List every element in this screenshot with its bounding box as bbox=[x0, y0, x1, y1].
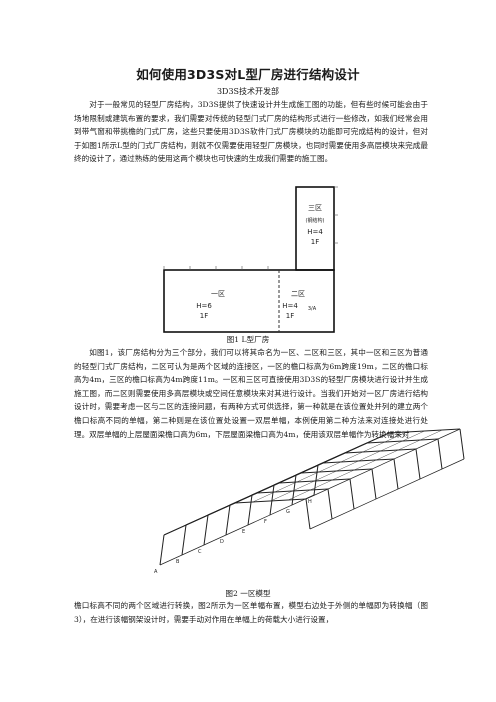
axis-label: F bbox=[264, 519, 267, 525]
axis-label: G bbox=[286, 509, 290, 515]
paragraph-intro: 对于一般常见的轻型厂房结构，3D3S提供了快速设计并生成施工图的功能，但有些时候… bbox=[74, 100, 428, 164]
document-title: 如何使用3D3S对L型厂房进行结构设计 bbox=[136, 67, 360, 82]
axis-label: H bbox=[308, 499, 312, 505]
axis-label: B bbox=[176, 559, 180, 565]
zone2-label: 二区 bbox=[291, 290, 305, 298]
frame-left-column bbox=[203, 514, 209, 546]
frame-left-column bbox=[181, 524, 187, 556]
roof-purlin bbox=[252, 431, 407, 503]
zone2-floor: 1F bbox=[286, 312, 294, 320]
zone1-height: H=6 bbox=[196, 302, 212, 310]
longitudinal-member-tr bbox=[305, 428, 461, 500]
frame-left-column bbox=[225, 504, 231, 536]
zone3-label: 三区 bbox=[308, 204, 322, 212]
frame-right-column bbox=[371, 468, 377, 500]
frame-right-column bbox=[415, 448, 421, 480]
zone2-note: 3/A bbox=[308, 306, 317, 312]
frame-left-column bbox=[313, 464, 319, 496]
roof-purlin bbox=[217, 440, 372, 512]
author-department: 3D3S技术开发部 bbox=[216, 87, 280, 96]
figure1-caption: 图1 L型厂房 bbox=[226, 335, 270, 344]
frame-right-column bbox=[459, 428, 465, 460]
roof-purlin bbox=[270, 430, 425, 502]
paragraph-zones: 如图1，该厂房结构分为三个部分，我们可以将其命名为一区、二区和三区，其中一区和三… bbox=[74, 348, 428, 439]
frame-right-column bbox=[305, 498, 311, 530]
axis-label: C bbox=[198, 549, 202, 555]
frame-left-column bbox=[159, 534, 165, 566]
zone3-note: (钢结构) bbox=[306, 217, 325, 224]
zone1-label: 一区 bbox=[211, 290, 225, 298]
longitudinal-member-bl bbox=[159, 494, 315, 566]
zone2-height: H=4 bbox=[282, 302, 298, 310]
axis-label: D bbox=[220, 539, 224, 545]
zone3-floor: 1F bbox=[311, 238, 319, 246]
zone3-height: H=4 bbox=[307, 228, 323, 236]
figure2-caption: 图2 一区模型 bbox=[225, 589, 271, 598]
frame-right-column bbox=[437, 438, 443, 470]
frame-right-column bbox=[349, 478, 355, 510]
frame-left-column bbox=[291, 474, 297, 506]
zone1-2-outline bbox=[163, 269, 335, 333]
frame-left-column bbox=[269, 484, 275, 516]
frame-right-column bbox=[327, 488, 333, 520]
frame-left-column bbox=[247, 494, 253, 526]
longitudinal-member-br bbox=[309, 458, 465, 530]
axis-label: A bbox=[154, 569, 158, 575]
axis-label: E bbox=[242, 529, 245, 535]
roof-purlin bbox=[288, 429, 443, 501]
paragraph-transfer: 檐口标高不同的两个区域进行转换，图2所示为一区单幅布置，模型右边处于外侧的单幅即… bbox=[74, 601, 428, 624]
frame-right-column bbox=[393, 458, 399, 490]
zone1-floor: 1F bbox=[200, 312, 208, 320]
